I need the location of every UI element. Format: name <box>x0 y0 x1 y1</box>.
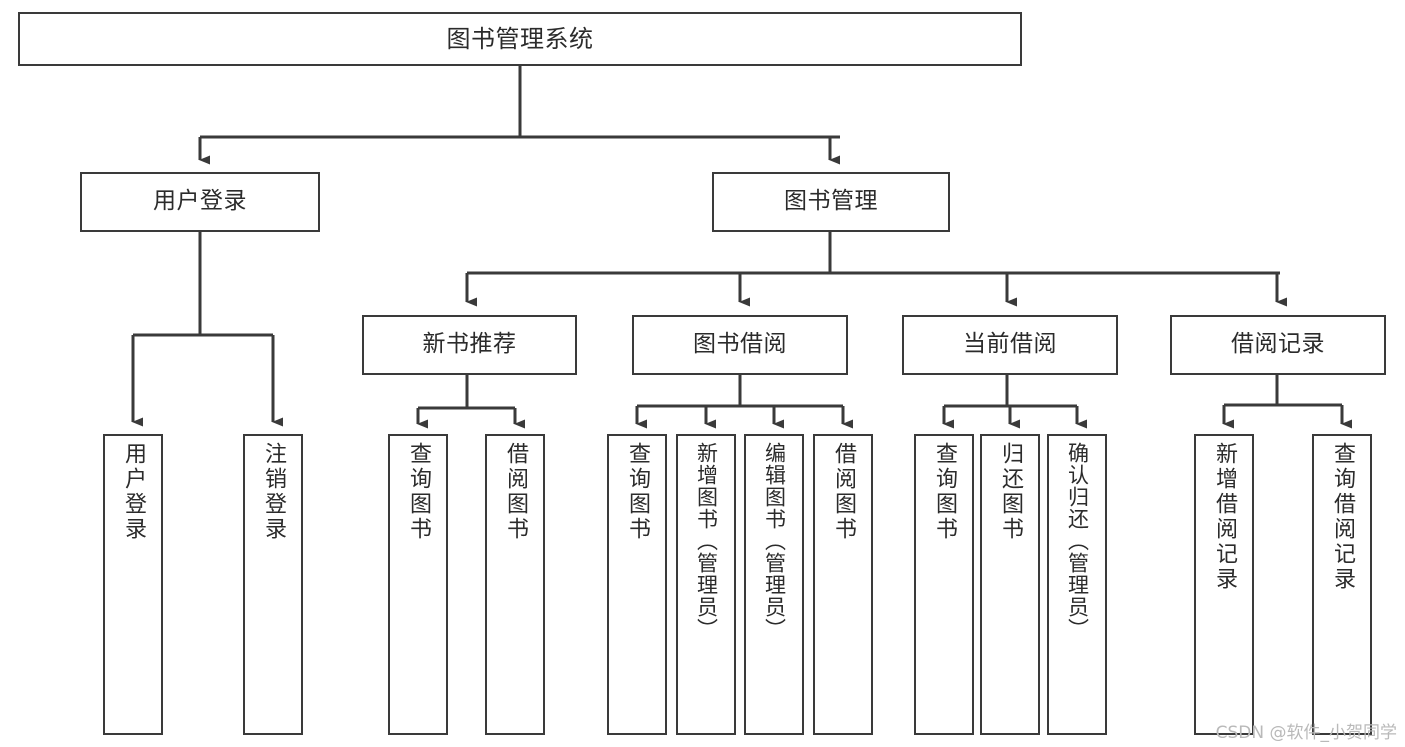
node-leaf-query-book-3-label: 查询图书 <box>932 442 957 542</box>
node-leaf-borrow-book-2[interactable]: 借阅图书 <box>813 434 873 735</box>
node-book-manage-label: 图书管理 <box>784 188 878 215</box>
node-leaf-confirm-return[interactable]: 确认归还（管理员） <box>1047 434 1107 735</box>
node-current-borrow-label: 当前借阅 <box>963 331 1057 358</box>
node-leaf-add-record[interactable]: 新增借阅记录 <box>1194 434 1254 735</box>
node-leaf-user-login[interactable]: 用户登录 <box>103 434 163 735</box>
node-leaf-add-book[interactable]: 新增图书（管理员） <box>676 434 736 735</box>
node-borrow-record-label: 借阅记录 <box>1231 331 1325 358</box>
node-leaf-query-book-2-label: 查询图书 <box>625 442 650 542</box>
node-leaf-add-record-label: 新增借阅记录 <box>1212 442 1237 592</box>
node-leaf-borrow-book-1-label: 借阅图书 <box>503 442 528 542</box>
node-book-borrow[interactable]: 图书借阅 <box>632 315 848 375</box>
node-leaf-user-logout[interactable]: 注销登录 <box>243 434 303 735</box>
node-leaf-query-book-1-label: 查询图书 <box>406 442 431 542</box>
node-current-borrow[interactable]: 当前借阅 <box>902 315 1118 375</box>
node-leaf-edit-book-label: 编辑图书（管理员） <box>762 442 787 640</box>
node-book-borrow-label: 图书借阅 <box>693 331 787 358</box>
node-leaf-confirm-return-label: 确认归还（管理员） <box>1065 442 1090 640</box>
node-leaf-edit-book[interactable]: 编辑图书（管理员） <box>744 434 804 735</box>
node-user-login-label: 用户登录 <box>153 188 247 215</box>
node-leaf-return-book-label: 归还图书 <box>998 442 1023 542</box>
node-leaf-add-book-label: 新增图书（管理员） <box>694 442 719 640</box>
node-leaf-query-book-3[interactable]: 查询图书 <box>914 434 974 735</box>
node-root-label: 图书管理系统 <box>446 24 594 53</box>
node-leaf-borrow-book-1[interactable]: 借阅图书 <box>485 434 545 735</box>
node-book-manage[interactable]: 图书管理 <box>712 172 950 232</box>
node-leaf-borrow-book-2-label: 借阅图书 <box>831 442 856 542</box>
node-leaf-query-book-2[interactable]: 查询图书 <box>607 434 667 735</box>
node-user-login[interactable]: 用户登录 <box>80 172 320 232</box>
watermark: CSDN @软件_小贺同学 <box>1215 723 1397 743</box>
node-new-book-recommend-label: 新书推荐 <box>422 331 517 358</box>
node-leaf-user-login-label: 用户登录 <box>121 442 146 542</box>
node-borrow-record[interactable]: 借阅记录 <box>1170 315 1386 375</box>
node-new-book-recommend[interactable]: 新书推荐 <box>362 315 577 375</box>
node-root[interactable]: 图书管理系统 <box>18 12 1022 66</box>
node-leaf-query-record-label: 查询借阅记录 <box>1330 442 1355 592</box>
node-leaf-query-record[interactable]: 查询借阅记录 <box>1312 434 1372 735</box>
node-leaf-return-book[interactable]: 归还图书 <box>980 434 1040 735</box>
node-leaf-user-logout-label: 注销登录 <box>261 442 286 542</box>
node-leaf-query-book-1[interactable]: 查询图书 <box>388 434 448 735</box>
